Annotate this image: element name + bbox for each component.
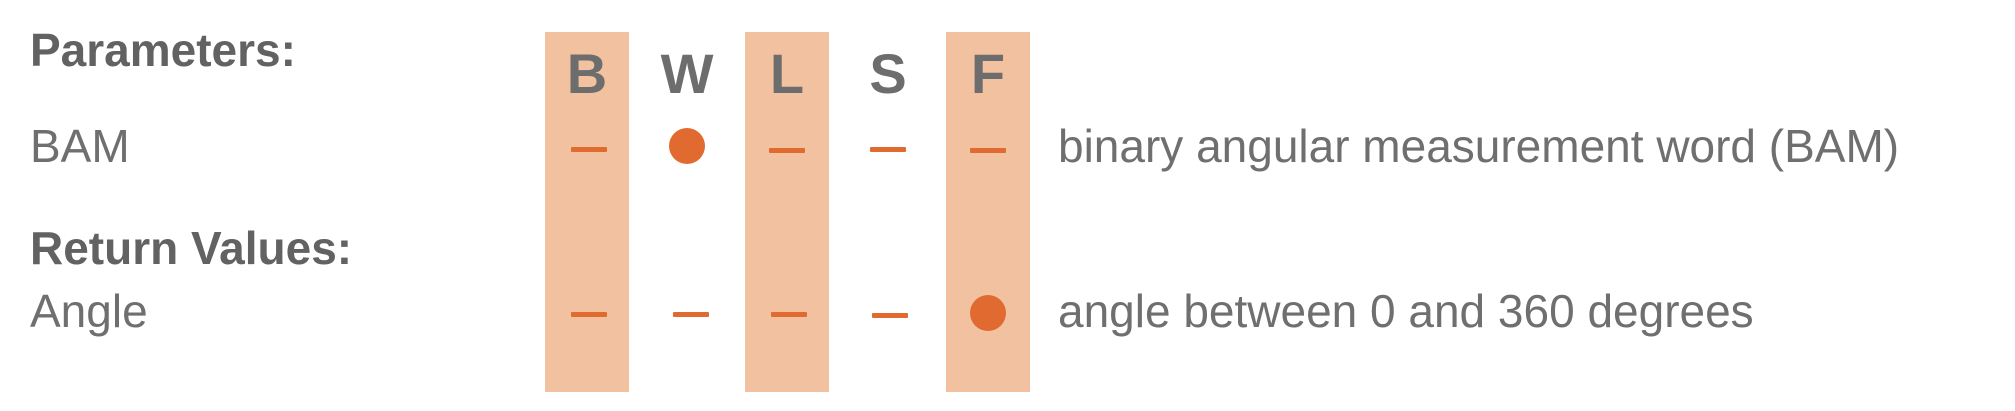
mark-angle-b-dash — [571, 312, 607, 317]
mark-angle-f-dot — [970, 295, 1006, 331]
return-values-heading: Return Values: — [30, 222, 353, 274]
mark-angle-s-dash — [872, 313, 908, 318]
column-header-f: F — [970, 42, 1006, 105]
mark-angle-l-dash — [771, 312, 807, 317]
column-header-l: L — [769, 42, 805, 105]
row-description-angle: angle between 0 and 360 degrees — [1058, 285, 1754, 337]
column-band-l — [745, 32, 829, 392]
column-band-f — [946, 32, 1030, 392]
row-label-bam: BAM — [30, 120, 130, 172]
column-band-b — [545, 32, 629, 392]
mark-bam-b-dash — [571, 147, 607, 152]
column-header-b: B — [566, 42, 608, 105]
row-label-angle: Angle — [30, 285, 148, 337]
mark-bam-s-dash — [870, 147, 906, 152]
column-header-s: S — [869, 42, 907, 105]
mark-angle-w-dash — [673, 312, 709, 317]
row-description-bam: binary angular measurement word (BAM) — [1058, 120, 1900, 172]
mark-bam-f-dash — [970, 148, 1006, 153]
mark-bam-l-dash — [769, 148, 805, 153]
parameters-heading: Parameters: — [30, 24, 296, 76]
column-header-w: W — [660, 42, 714, 105]
mark-bam-w-dot — [669, 128, 705, 164]
